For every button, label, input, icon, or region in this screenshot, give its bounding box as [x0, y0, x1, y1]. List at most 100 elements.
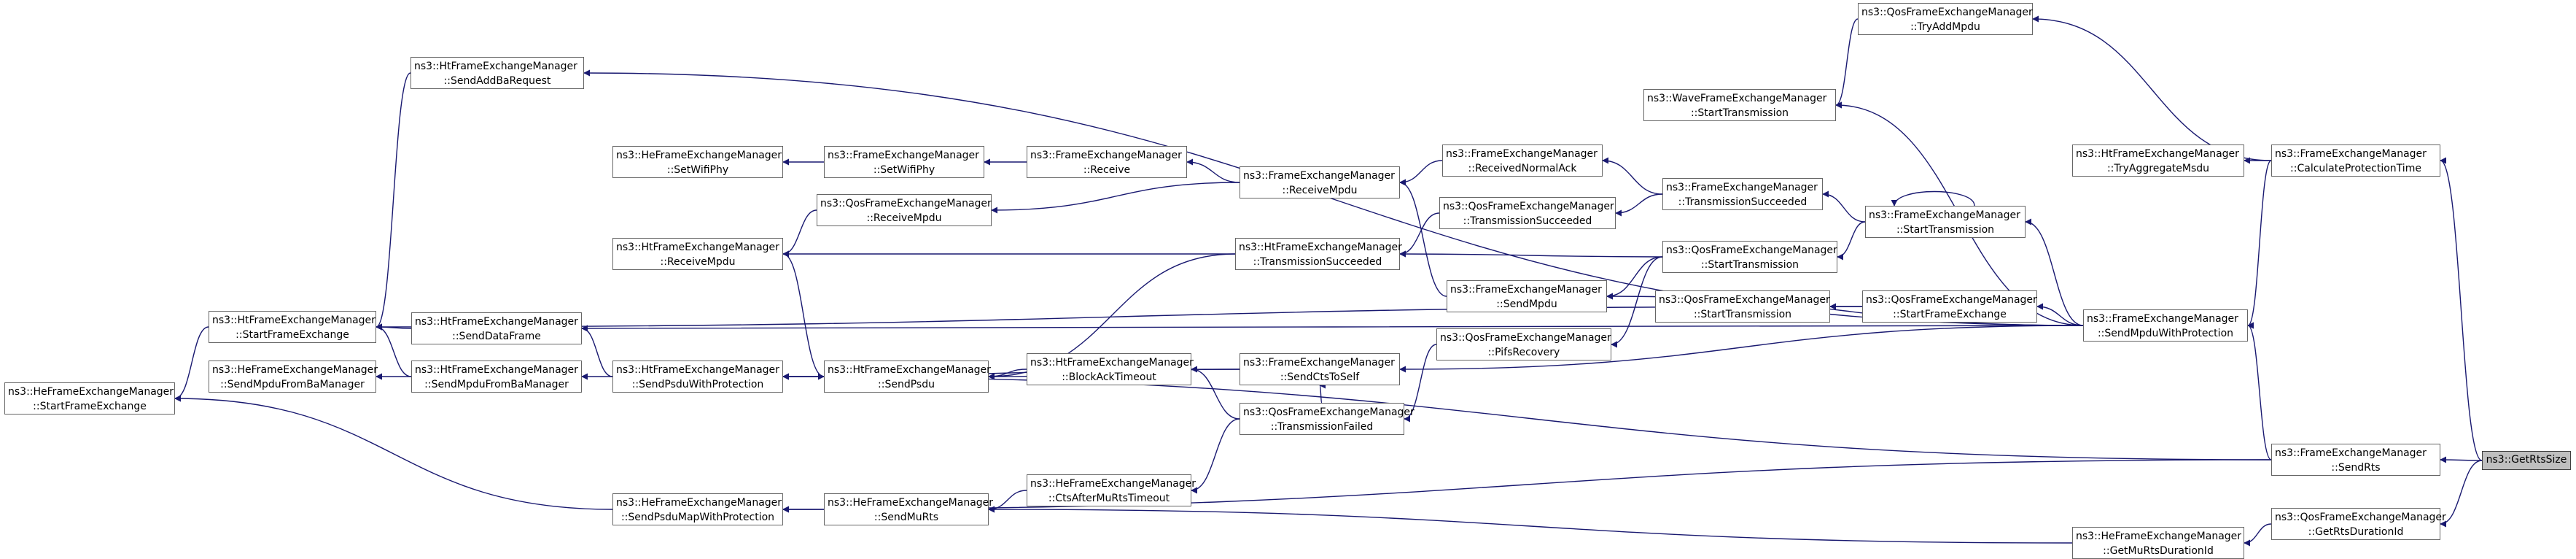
node-label-line: ::SendPsduMapWithProtection: [620, 512, 775, 523]
edge-qos-start-transmission-1-to-ht-transmission-succeeded: [1399, 250, 1663, 258]
node-label-line: ns3::HtFrameExchangeManager: [616, 242, 779, 253]
edge-fem-transmission-succeeded-to-fem-received-normal-ack: [1602, 157, 1663, 195]
node-fem-send-mpdu[interactable]: ns3::FrameExchangeManager::SendMpdu: [1447, 280, 1607, 312]
edge-he-send-psdu-map-with-protection-to-he-start-frame-exchange: [174, 395, 613, 510]
node-label-line: ns3::FrameExchangeManager: [1450, 284, 1602, 296]
node-label-line: ::SetWifiPhy: [666, 164, 729, 176]
node-wave-start-transmission[interactable]: ns3::WaveFrameExchangeManager::StartTran…: [1643, 89, 1836, 121]
node-fem-send-cts-to-self[interactable]: ns3::FrameExchangeManager::SendCtsToSelf: [1240, 353, 1400, 385]
node-qos-receive-mpdu[interactable]: ns3::QosFrameExchangeManager::ReceiveMpd…: [817, 194, 992, 226]
node-qos-start-transmission-1[interactable]: ns3::QosFrameExchangeManager::StartTrans…: [1662, 241, 1837, 273]
edge-fem-send-rts-to-he-send-psdu-map-with-protection: [782, 459, 2272, 513]
node-label-line: ns3::QosFrameExchangeManager: [1440, 332, 1611, 344]
node-label-line: ns3::HeFrameExchangeManager: [8, 386, 174, 398]
node-he-send-psdu-map-with-protection[interactable]: ns3::HeFrameExchangeManager::SendPsduMap…: [612, 493, 783, 525]
node-ht-send-psdu[interactable]: ns3::HtFrameExchangeManager::SendPsdu: [824, 361, 991, 393]
edge-he-get-mu-rts-duration-id-to-he-send-mu-rts: [988, 506, 2073, 544]
node-label-line: ::GetRtsDurationId: [2308, 526, 2404, 538]
edge-ht-send-add-ba-request-to-ht-start-frame-exchange: [375, 72, 411, 331]
node-qos-start-transmission-2[interactable]: ns3::QosFrameExchangeManager::StartTrans…: [1655, 290, 1830, 323]
node-label-line: ns3::HtFrameExchangeManager: [2076, 148, 2239, 160]
node-fem-receive-mpdu[interactable]: ns3::FrameExchangeManager::ReceiveMpdu: [1240, 166, 1400, 198]
node-fem-set-wifi-phy[interactable]: ns3::FrameExchangeManager::SetWifiPhy: [824, 146, 984, 178]
node-ht-start-frame-exchange[interactable]: ns3::HtFrameExchangeManager::StartFrameE…: [209, 311, 376, 343]
node-he-send-mu-rts[interactable]: ns3::HeFrameExchangeManager::SendMuRts: [824, 493, 994, 525]
node-label-line: ns3::FrameExchangeManager: [2275, 148, 2427, 160]
edge-qos-get-rts-duration-id-to-he-get-mu-rts-duration-id: [2244, 523, 2272, 547]
node-label-line: ::ReceiveMpdu: [1282, 185, 1358, 196]
edge-fem-calculate-protection-time-to-qos-try-add-mpdu: [2032, 15, 2272, 161]
node-ht-send-psdu-with-protection[interactable]: ns3::HtFrameExchangeManager::SendPsduWit…: [612, 361, 783, 393]
node-label-line: ns3::QosFrameExchangeManager: [1243, 406, 1415, 418]
edge-fem-received-normal-ack-to-fem-receive-mpdu: [1399, 160, 1443, 186]
node-label-line: ::CtsAfterMuRtsTimeout: [1048, 493, 1170, 504]
node-label-line: ::TransmissionSucceeded: [1253, 256, 1382, 268]
node-fem-calculate-protection-time[interactable]: ns3::FrameExchangeManager::CalculateProt…: [2271, 144, 2440, 177]
edge-fem-receive-mpdu-to-qos-receive-mpdu: [991, 182, 1240, 214]
node-he-send-mpdu-from-ba-manager[interactable]: ns3::HeFrameExchangeManager::SendMpduFro…: [209, 361, 378, 393]
node-label-line: ns3::GetRtsSize: [2486, 454, 2567, 466]
node-label-line: ::StartTransmission: [1693, 309, 1792, 320]
node-fem-send-rts[interactable]: ns3::FrameExchangeManager::SendRts: [2271, 444, 2440, 476]
node-label-line: ::SendMpdu: [1496, 298, 1557, 310]
node-label-line: ns3::FrameExchangeManager: [1446, 148, 1598, 160]
node-fem-received-normal-ack[interactable]: ns3::FrameExchangeManager::ReceivedNorma…: [1442, 144, 1603, 177]
edge-get-rts-size-to-qos-get-rts-duration-id: [2440, 460, 2483, 528]
node-label-line: ::SendAddBaRequest: [443, 75, 551, 87]
node-ht-try-aggregate-msdu[interactable]: ns3::HtFrameExchangeManager::TryAggregat…: [2072, 144, 2244, 177]
node-label-line: ::ReceiveMpdu: [660, 256, 736, 268]
node-qos-get-rts-duration-id[interactable]: ns3::QosFrameExchangeManager::GetRtsDura…: [2271, 508, 2446, 540]
node-label-line: ::SendPsduWithProtection: [631, 379, 764, 390]
node-label-line: ::StartFrameExchange: [236, 329, 349, 341]
node-fem-receive[interactable]: ns3::FrameExchangeManager::Receive: [1027, 146, 1187, 178]
edge-qos-transmission-succeeded-to-ht-transmission-succeeded: [1399, 212, 1440, 258]
node-qos-transmission-failed[interactable]: ns3::QosFrameExchangeManager::Transmissi…: [1240, 403, 1415, 435]
node-he-cts-after-mu-rts-timeout[interactable]: ns3::HeFrameExchangeManager::CtsAfterMuR…: [1027, 474, 1196, 506]
node-label-line: ns3::HtFrameExchangeManager: [415, 316, 578, 328]
node-ht-receive-mpdu[interactable]: ns3::HtFrameExchangeManager::ReceiveMpdu: [612, 238, 783, 270]
node-he-start-frame-exchange[interactable]: ns3::HeFrameExchangeManager::StartFrameE…: [4, 382, 175, 415]
node-qos-start-frame-exchange[interactable]: ns3::QosFrameExchangeManager::StartFrame…: [1862, 290, 2037, 323]
edge-fem-send-rts-to-fem-send-mpdu-with-protection: [2247, 322, 2272, 460]
node-label-line: ns3::QosFrameExchangeManager: [2275, 512, 2446, 523]
node-label-line: ::StartTransmission: [1896, 224, 1995, 236]
edge-fem-send-mpdu-with-protection-to-fem-send-cts-to-self: [1399, 325, 2084, 373]
node-qos-transmission-succeeded[interactable]: ns3::QosFrameExchangeManager::Transmissi…: [1439, 197, 1616, 229]
node-ht-send-add-ba-request[interactable]: ns3::HtFrameExchangeManager::SendAddBaRe…: [410, 57, 584, 89]
node-label-line: ns3::FrameExchangeManager: [828, 150, 979, 161]
node-label-line: ns3::HtFrameExchangeManager: [414, 61, 577, 72]
edge-he-cts-after-mu-rts-timeout-to-he-send-mu-rts: [988, 490, 1027, 513]
node-label-line: ns3::QosFrameExchangeManager: [1443, 201, 1614, 212]
node-label-line: ns3::QosFrameExchangeManager: [1861, 7, 2033, 18]
node-label-line: ns3::HtFrameExchangeManager: [828, 364, 991, 376]
node-he-get-mu-rts-duration-id[interactable]: ns3::HeFrameExchangeManager::GetMuRtsDur…: [2072, 527, 2244, 559]
node-label-line: ::SendMuRts: [873, 512, 939, 523]
node-label-line: ::StartTransmission: [1690, 107, 1789, 119]
node-label-line: ns3::HtFrameExchangeManager: [616, 364, 779, 376]
node-fem-send-mpdu-with-protection[interactable]: ns3::FrameExchangeManager::SendMpduWithP…: [2083, 309, 2248, 342]
edge-qos-pifs-recovery-to-qos-transmission-failed: [1404, 344, 1437, 423]
call-edges: [174, 15, 2483, 547]
node-label-line: ::TransmissionSucceeded: [1463, 215, 1592, 227]
node-fem-start-transmission[interactable]: ns3::FrameExchangeManager::StartTransmis…: [1865, 206, 2026, 238]
node-fem-transmission-succeeded[interactable]: ns3::FrameExchangeManager::TransmissionS…: [1662, 178, 1823, 210]
node-label-line: ::SetWifiPhy: [873, 164, 935, 176]
node-qos-try-add-mpdu[interactable]: ns3::QosFrameExchangeManager::TryAddMpdu: [1858, 3, 2033, 35]
node-label-line: ns3::FrameExchangeManager: [1666, 182, 1818, 193]
node-he-set-wifi-phy[interactable]: ns3::HeFrameExchangeManager::SetWifiPhy: [612, 146, 783, 178]
node-ht-transmission-succeeded[interactable]: ns3::HtFrameExchangeManager::Transmissio…: [1235, 238, 1402, 270]
edge-fem-start-transmission-to-qos-start-transmission-1: [1837, 221, 1866, 261]
node-ht-send-mpdu-from-ba-manager[interactable]: ns3::HtFrameExchangeManager::SendMpduFro…: [411, 361, 582, 393]
node-label-line: ::SendMpduWithProtection: [2097, 328, 2234, 339]
node-label-line: ns3::HtFrameExchangeManager: [212, 315, 375, 326]
node-ht-send-data-frame[interactable]: ns3::HtFrameExchangeManager::SendDataFra…: [411, 312, 582, 344]
node-label-line: ns3::HeFrameExchangeManager: [828, 497, 994, 509]
node-ht-block-ack-timeout[interactable]: ns3::HtFrameExchangeManager::BlockAckTim…: [1027, 353, 1194, 385]
node-label-line: ::SendDataFrame: [452, 331, 541, 342]
node-label-line: ::PifsRecovery: [1487, 347, 1560, 358]
edge-fem-send-mpdu-with-protection-to-ht-send-data-frame: [581, 325, 2084, 332]
node-label-line: ns3::QosFrameExchangeManager: [1866, 294, 2037, 306]
node-qos-pifs-recovery[interactable]: ns3::QosFrameExchangeManager::PifsRecove…: [1436, 328, 1611, 361]
node-label-line: ns3::HtFrameExchangeManager: [1239, 242, 1402, 253]
edge-fem-calculate-protection-time-to-fem-send-mpdu-with-protection: [2247, 160, 2272, 329]
